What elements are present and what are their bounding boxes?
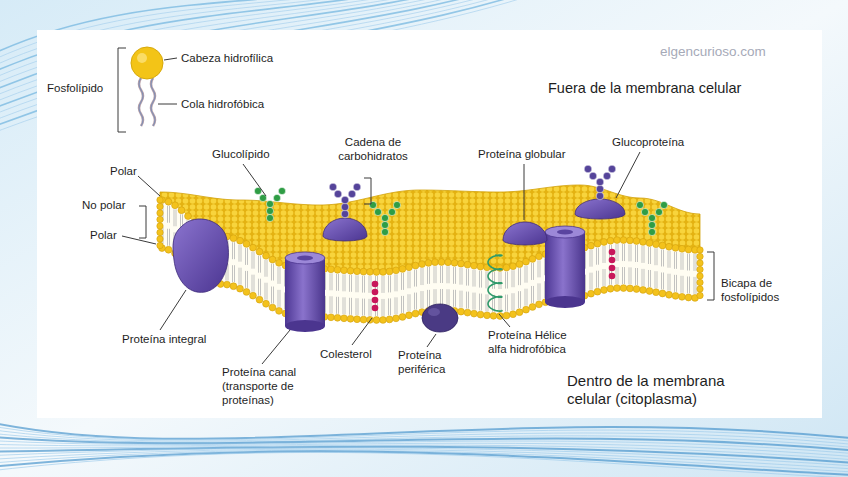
sugar-dot — [603, 172, 611, 180]
molecule-dots — [254, 165, 667, 311]
sugar-dot — [596, 185, 604, 193]
watermark: elgencurioso.com — [660, 44, 766, 60]
sugar-dot — [589, 172, 597, 180]
sugar-dot — [393, 201, 400, 208]
sugar-dot — [353, 183, 361, 191]
sugar-dot — [348, 190, 356, 198]
region-label: Dentro de la membrana celular (citoplasm… — [567, 372, 747, 408]
sugar-dot — [608, 165, 616, 173]
membrane-cross-section — [160, 200, 700, 320]
sugar-dot — [584, 165, 592, 173]
cholesterol-dot — [609, 265, 616, 272]
part-label: Glucolípido — [212, 148, 270, 162]
alpha-helix — [488, 255, 502, 311]
part-label: Cola hidrofóbica — [181, 98, 264, 112]
part-label: Proteína Hélice alfa hidrofóbica — [488, 329, 588, 357]
wave-stroke — [0, 451, 848, 476]
wave-stroke — [0, 420, 848, 440]
sugar-dot — [648, 214, 655, 221]
part-label: Bicapa de fosfolípidos — [721, 277, 801, 305]
sugar-dot — [341, 210, 349, 218]
cholesterol-dot — [372, 305, 379, 312]
cholesterol-dot — [609, 257, 616, 264]
sugar-dot — [266, 214, 273, 221]
sugar-dot — [329, 183, 337, 191]
lipid-tails — [161, 204, 696, 316]
sugar-dot — [381, 214, 388, 221]
part-label: Cadena de carbohidratos — [332, 136, 414, 164]
lipid-heads — [157, 197, 703, 324]
part-label: Proteína globular — [478, 148, 566, 162]
globular-protein — [503, 222, 547, 245]
sugar-dot — [334, 190, 342, 198]
sugar-dot — [341, 203, 349, 211]
sugar-dot — [374, 208, 381, 215]
phospholipid-bilayer — [157, 185, 703, 323]
sugar-dot — [596, 178, 604, 186]
sugar-dot — [381, 228, 388, 235]
glycoprotein — [575, 199, 625, 219]
part-label: Colesterol — [320, 348, 372, 362]
part-label: No polar — [82, 199, 125, 213]
part-label: Proteína periférica — [398, 349, 462, 377]
peripheral-protein — [422, 304, 458, 332]
sugar-dot — [596, 192, 604, 200]
sugar-dot — [266, 200, 273, 207]
cholesterol-dot — [372, 281, 379, 288]
sugar-dot — [641, 208, 648, 215]
cholesterol-dot — [609, 273, 616, 280]
sugar-dot — [341, 196, 349, 204]
carbohydrate-protein — [323, 218, 367, 241]
sugar-dot — [381, 221, 388, 228]
channel-protein — [285, 252, 325, 332]
part-label: Polar — [110, 165, 137, 179]
part-label: Cabeza hidrofílica — [181, 52, 273, 66]
part-label: Glucoproteína — [612, 136, 684, 150]
integral-protein — [173, 219, 229, 292]
sugar-dot — [388, 208, 395, 215]
part-label: Fosfolípido — [47, 82, 103, 96]
sugar-dot — [648, 221, 655, 228]
sugar-dot — [278, 187, 285, 194]
sugar-dot — [648, 228, 655, 235]
part-label: Polar — [90, 229, 117, 243]
part-label: Proteína integral — [122, 333, 206, 347]
sugar-dot — [636, 201, 643, 208]
sugar-dot — [266, 207, 273, 214]
region-label: Fuera de la membrana celular — [548, 80, 741, 97]
cholesterol-dot — [609, 249, 616, 256]
sugar-dot — [369, 201, 376, 208]
channel-protein — [545, 226, 585, 308]
white-panel — [37, 30, 822, 418]
wave-stroke — [0, 452, 848, 477]
cholesterol-dot — [372, 297, 379, 304]
part-label: Proteína canal (transporte de proteínas) — [222, 366, 314, 407]
phospholipid-icon — [131, 47, 163, 126]
sugar-dot — [660, 201, 667, 208]
sugar-dot — [655, 208, 662, 215]
sugar-dot — [273, 194, 280, 201]
cholesterol-dot — [372, 289, 379, 296]
